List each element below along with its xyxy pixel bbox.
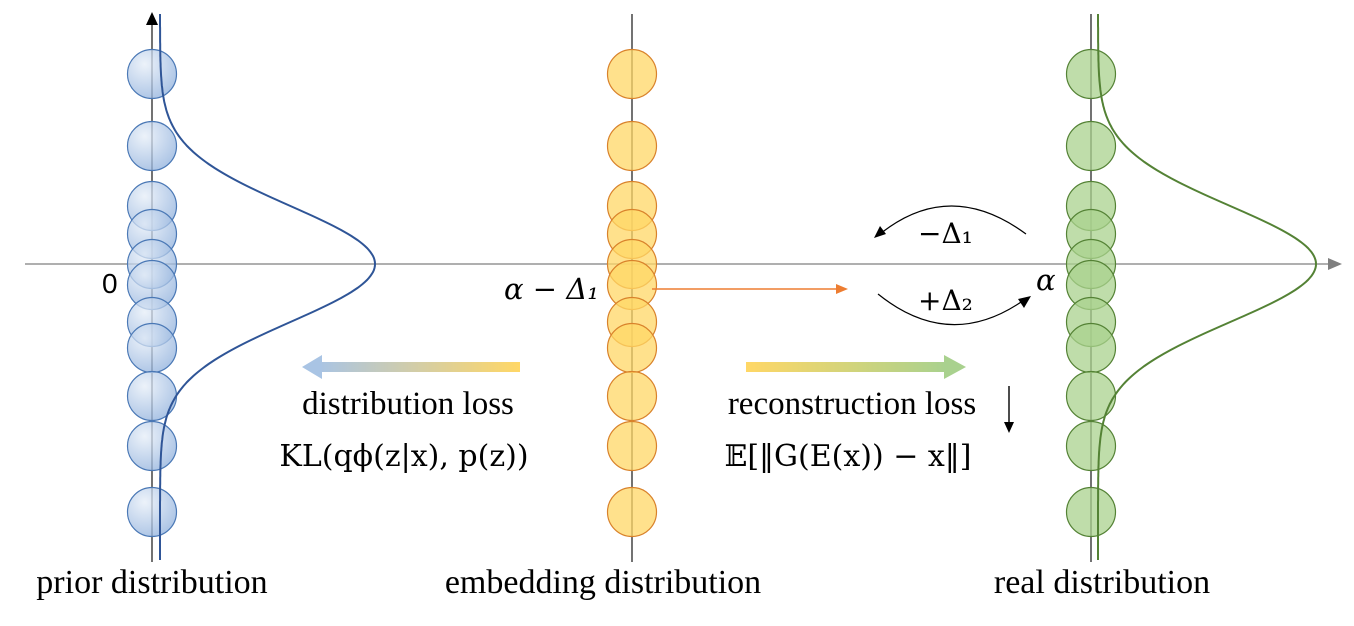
- prior-axis-arrowhead: [146, 12, 158, 25]
- real-sample-2: [1065, 120, 1117, 172]
- reconstruction-loss-label: reconstruction loss: [728, 386, 976, 422]
- embedding-sample-10: [606, 420, 658, 472]
- distribution-loss-arrowhead: [302, 355, 322, 379]
- prior-sample-9: [126, 370, 178, 422]
- reconstruction-loss-arrow-body: [746, 362, 946, 372]
- plus-delta-arrowhead: [1018, 296, 1031, 308]
- embedding-sample-11: [606, 486, 658, 538]
- reconstruction-formula: 𝔼[‖G(E(x)) − x‖]: [724, 439, 971, 474]
- minus-delta1-label: −Δ₁: [918, 217, 973, 250]
- embedding-sample-1: [606, 48, 658, 100]
- real-sample-9: [1065, 370, 1117, 422]
- reconstruction-loss-arrowhead: [944, 355, 966, 379]
- distribution-loss-label: distribution loss: [302, 386, 514, 422]
- embedding-samples: [606, 48, 658, 538]
- embedding-distribution-caption: embedding distribution: [445, 564, 761, 601]
- prior-density-curve: [159, 14, 377, 560]
- prior-sample-11: [126, 486, 178, 538]
- shift-arrowhead: [836, 284, 848, 294]
- prior-samples: [126, 48, 178, 538]
- minus-delta-arrowhead: [874, 226, 886, 238]
- alpha-minus-delta-label: α − Δ₁: [504, 272, 599, 306]
- real-samples: [1065, 48, 1117, 538]
- prior-sample-8: [126, 322, 178, 374]
- alpha-label: α: [1036, 263, 1056, 297]
- plus-delta-arrow: [877, 293, 1025, 326]
- real-distribution-caption: real distribution: [994, 564, 1210, 601]
- embedding-sample-8: [606, 322, 658, 374]
- real-sample-1: [1065, 48, 1117, 100]
- real-sample-11: [1065, 486, 1117, 538]
- distribution-loss-arrow-body: [318, 362, 520, 372]
- real-sample-8: [1065, 322, 1117, 374]
- prior-sample-10: [126, 420, 178, 472]
- minus-delta-arrow: [879, 205, 1027, 235]
- prior-sample-1: [126, 48, 178, 100]
- real-density-curve: [1097, 14, 1318, 560]
- origin-label: 0: [102, 268, 118, 299]
- real-sample-10: [1065, 420, 1117, 472]
- prior-distribution-caption: prior distribution: [36, 564, 267, 601]
- embedding-sample-9: [606, 370, 658, 422]
- horizontal-axis-arrowhead: [1328, 258, 1342, 270]
- plus-delta2-label: +Δ₂: [918, 284, 973, 317]
- minimize-down-arrowhead: [1004, 422, 1014, 433]
- prior-sample-2: [126, 120, 178, 172]
- embedding-sample-2: [606, 120, 658, 172]
- kl-formula: KL(qϕ(z|x), p(z)): [279, 439, 528, 474]
